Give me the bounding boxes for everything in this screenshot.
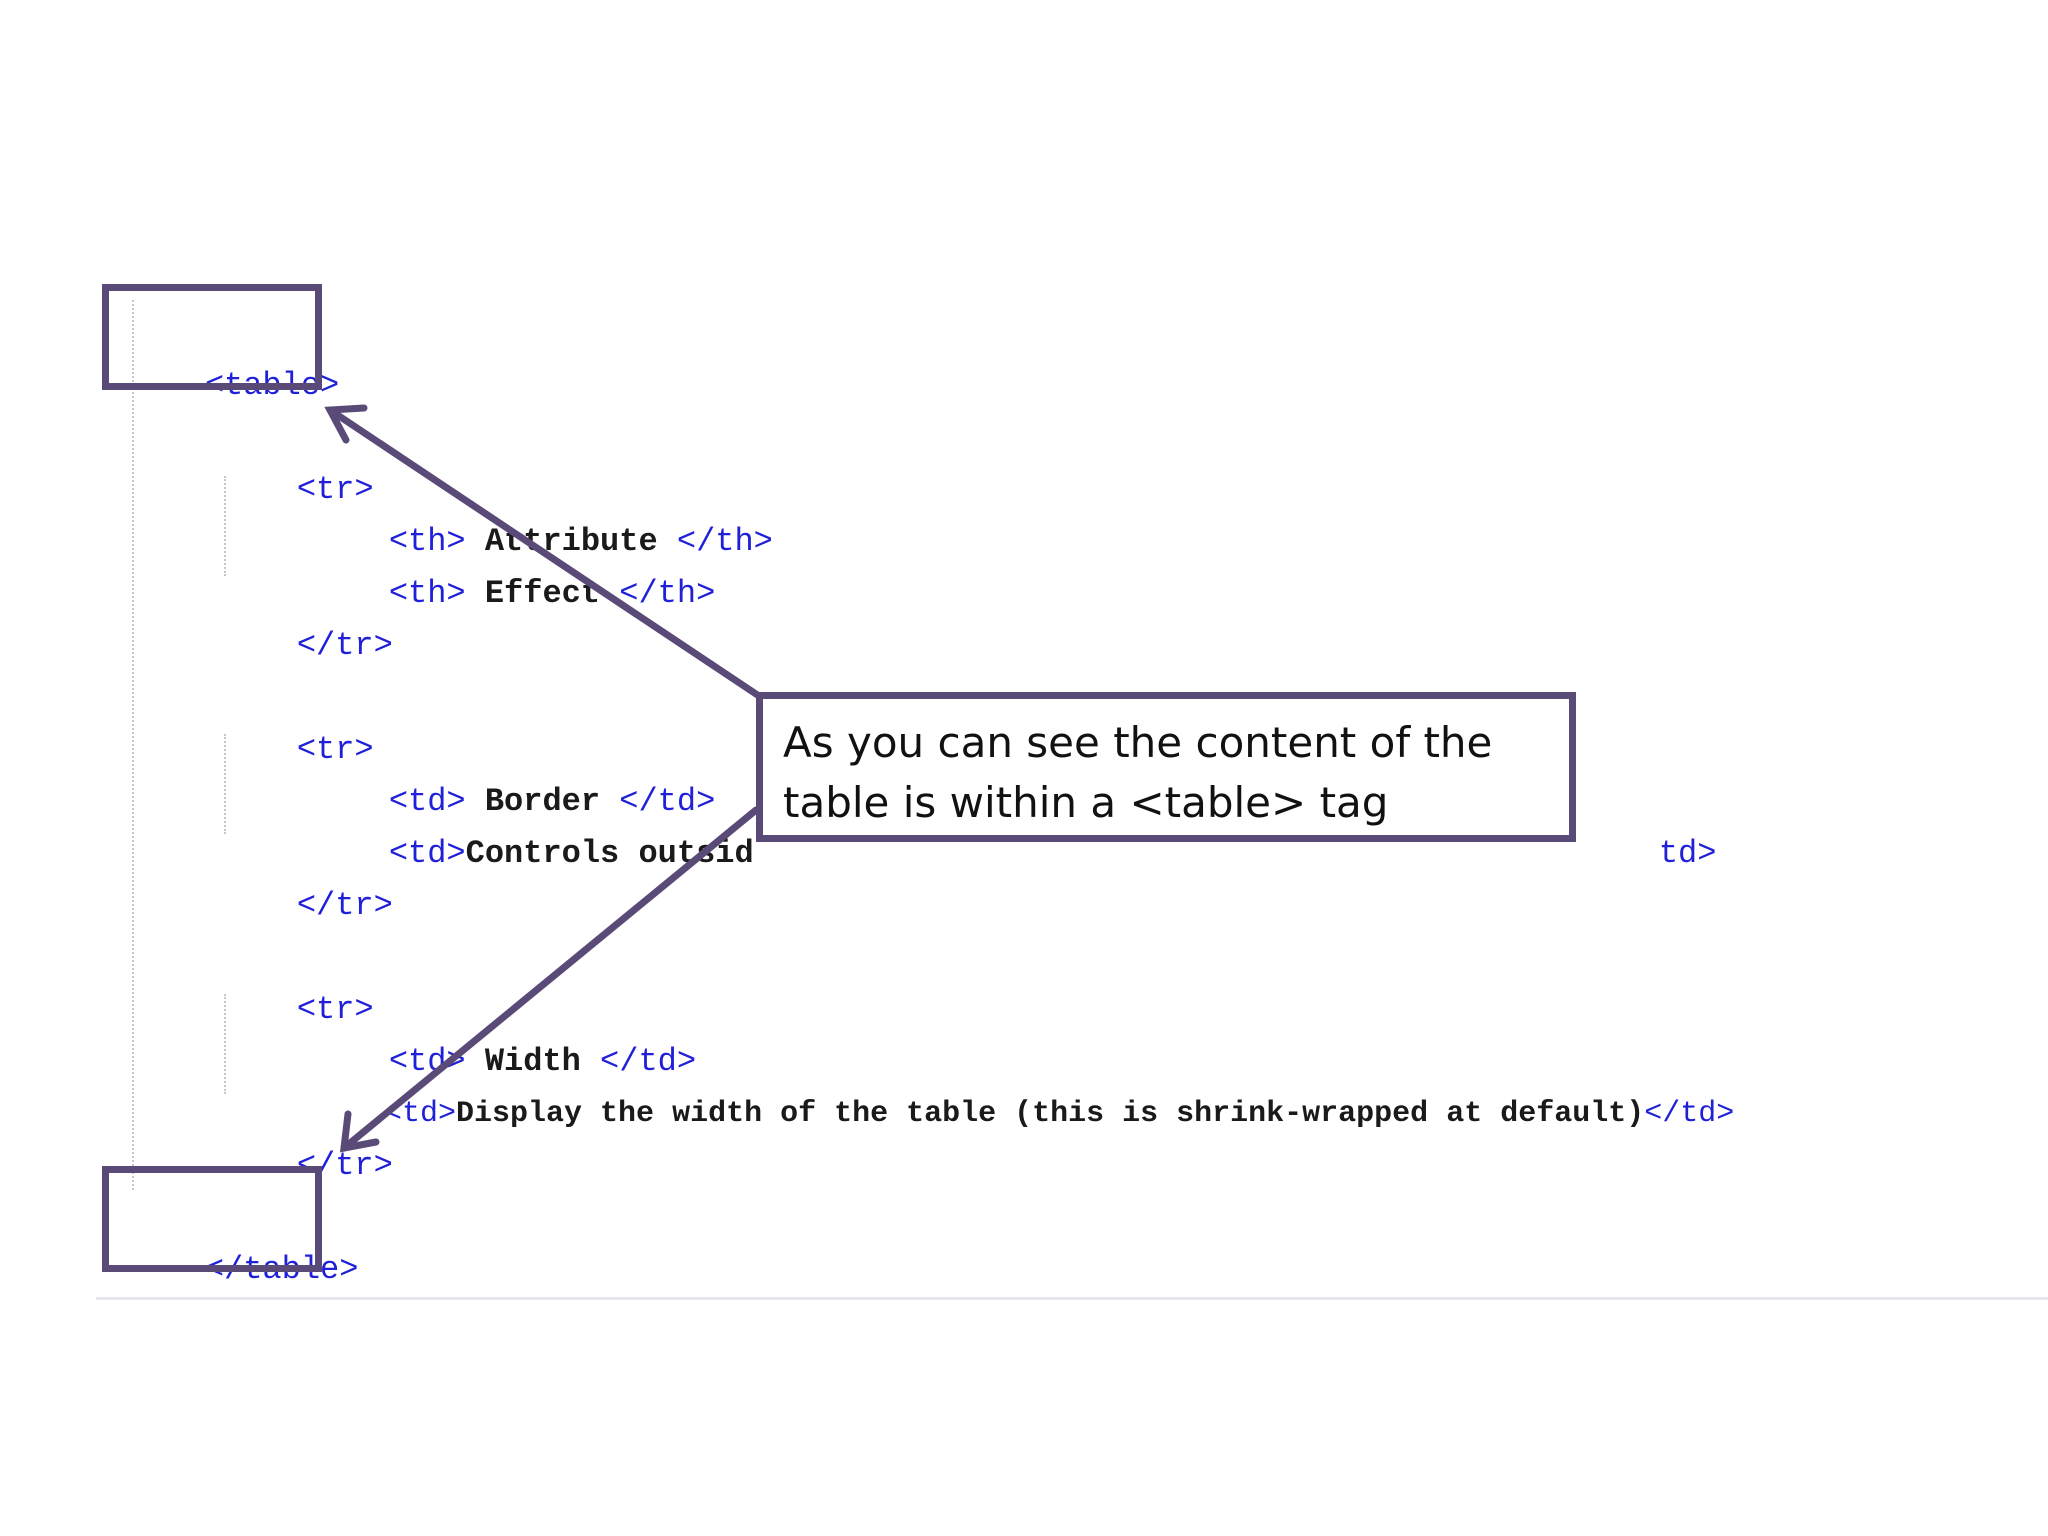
callout-line-2: table is within a <table> tag	[783, 778, 1389, 827]
tr-open-tag: <tr>	[296, 991, 374, 1028]
code-line-tr-close-1: </tr>	[220, 586, 393, 706]
td-close-tag-partial: td>	[1658, 835, 1717, 872]
indent-guide-outer	[132, 300, 134, 1190]
th-close-tag: </th>	[619, 575, 716, 612]
td-text-width: Width	[465, 1043, 601, 1080]
th-open-tag: <th>	[388, 575, 466, 612]
td-text-border: Border	[465, 783, 620, 820]
indent-guide-row1	[224, 476, 226, 576]
td-open-tag: <td>	[388, 783, 466, 820]
highlight-box-table-open	[102, 284, 322, 390]
tr-open-tag: <tr>	[296, 471, 374, 508]
code-line-td-display: <td>Display the width of the table (this…	[312, 1054, 1734, 1174]
th-open-tag: <th>	[388, 523, 466, 560]
td-text-display: Display the width of the table (this is …	[456, 1097, 1645, 1131]
tr-close-tag: </tr>	[296, 627, 393, 664]
code-line-tr-open-3: <tr>	[220, 950, 374, 1070]
td-close-tag: </td>	[1644, 1097, 1735, 1131]
highlight-box-table-close	[102, 1166, 322, 1272]
tr-close-tag: </tr>	[296, 887, 393, 924]
code-line-td-controls: <td>Controls outsid	[312, 794, 754, 914]
td-close-tag: </td>	[619, 783, 716, 820]
code-line-tr-open-1: <tr>	[220, 430, 374, 550]
arrow-to-table-open	[326, 406, 766, 702]
code-line-td-controls-tail: td>	[1582, 794, 1717, 914]
indent-guide-row3	[224, 994, 226, 1094]
code-line-tr-close-2: </tr>	[220, 846, 393, 966]
code-line-td-border: <td> Border </td>	[312, 742, 715, 862]
arrow-head-top	[324, 404, 368, 444]
th-close-tag: </th>	[676, 523, 773, 560]
code-line-th-attribute: <th> Attribute </th>	[312, 482, 773, 602]
callout-line-1: As you can see the content of the	[783, 718, 1493, 767]
tr-close-tag: </tr>	[296, 1147, 393, 1184]
code-line-tr-open-2: <tr>	[220, 690, 374, 810]
td-open-tag: <td>	[388, 835, 466, 872]
bottom-divider	[96, 1297, 2048, 1300]
td-close-tag: </td>	[600, 1043, 697, 1080]
td-text-controls: Controls outsid	[465, 835, 754, 872]
callout-box: As you can see the content of the table …	[756, 692, 1576, 842]
arrow-head-bottom	[339, 1110, 380, 1153]
arrow-to-table-close	[340, 806, 760, 1152]
indent-guide-row2	[224, 734, 226, 834]
code-line-tr-close-3: </tr>	[220, 1106, 393, 1226]
code-line-td-width: <td> Width </td>	[312, 1002, 696, 1122]
tr-open-tag: <tr>	[296, 731, 374, 768]
